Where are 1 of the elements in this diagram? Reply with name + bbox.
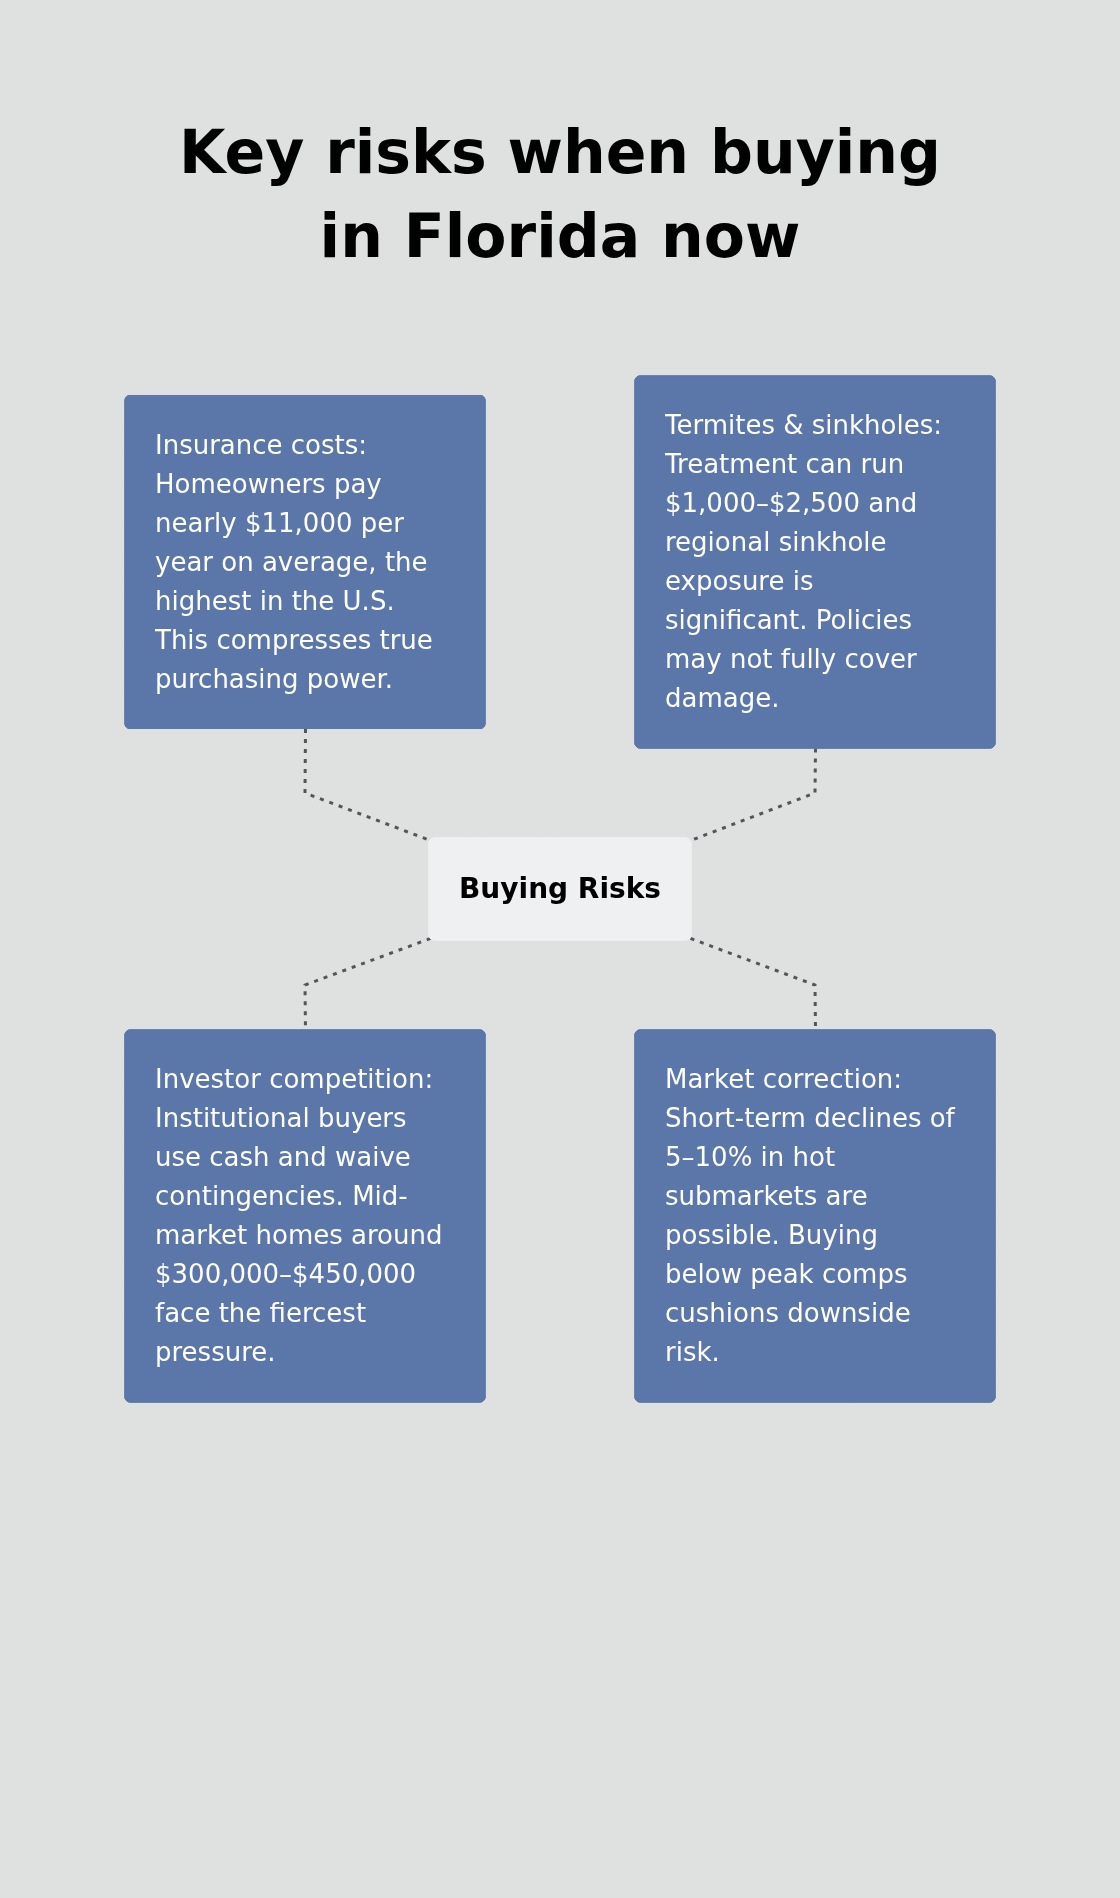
title: Key risks when buying in Florida now [178,116,942,273]
